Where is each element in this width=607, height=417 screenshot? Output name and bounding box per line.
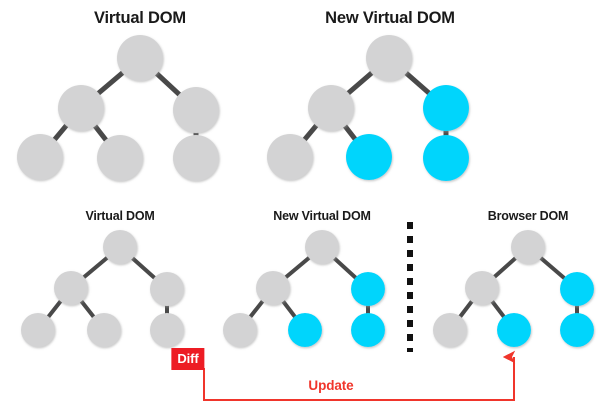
tree-edges-bottom-virtual-dom <box>36 245 169 332</box>
diff-badge: Diff <box>171 348 205 370</box>
tree-edge <box>329 56 391 110</box>
tree-edge <box>138 56 198 112</box>
tree-node-unchanged <box>366 35 412 81</box>
tree-edge <box>480 245 530 290</box>
tree-bottom-new-virtual-dom <box>223 230 385 347</box>
tree-title-browser-dom: Browser DOM <box>487 209 569 223</box>
tree-node-unchanged <box>173 135 219 181</box>
update-arrow-path <box>203 350 516 401</box>
tree-edge <box>480 286 516 332</box>
tree-node-unchanged <box>465 271 499 305</box>
tree-node-changed <box>288 313 322 347</box>
tree-node-unchanged <box>433 313 467 347</box>
tree-nodes-bottom-new-virtual-dom <box>223 230 385 347</box>
tree-node-unchanged <box>17 134 63 180</box>
tree-edges-bottom-browser-dom <box>448 245 579 332</box>
tree-nodes-top-virtual-dom <box>17 35 219 181</box>
tree-node-unchanged <box>150 313 184 347</box>
tree-edge <box>238 286 275 332</box>
tree-node-changed <box>497 313 531 347</box>
tree-bottom-browser-dom <box>433 230 594 347</box>
tree-node-changed <box>351 313 385 347</box>
tree-nodes-bottom-browser-dom <box>433 230 594 347</box>
tree-edge <box>526 245 579 291</box>
tree-edge <box>79 106 122 160</box>
tree-edge <box>38 106 83 159</box>
tree-node-unchanged <box>308 85 354 131</box>
tree-edge <box>448 286 484 332</box>
tree-title-new-virtual-dom-bottom: New Virtual DOM <box>273 209 371 223</box>
tree-node-unchanged <box>54 271 88 305</box>
tree-node-unchanged <box>97 135 143 181</box>
tree-node-unchanged <box>87 313 121 347</box>
tree-node-unchanged <box>117 35 163 81</box>
update-arrow-label: Update <box>308 378 354 393</box>
tree-node-unchanged <box>305 230 339 264</box>
tree-title-virtual-dom-top: Virtual DOM <box>94 9 186 27</box>
tree-node-unchanged <box>267 134 313 180</box>
tree-node-unchanged <box>223 313 257 347</box>
update-arrow <box>203 350 516 401</box>
tree-node-unchanged <box>173 87 219 133</box>
tree-edges-top-new-virtual-dom <box>288 56 449 159</box>
tree-node-changed <box>423 135 469 181</box>
tree-edge <box>271 245 324 290</box>
tree-edges-top-virtual-dom <box>38 56 199 160</box>
tree-edge <box>271 286 307 332</box>
tree-nodes-top-new-virtual-dom <box>267 35 469 181</box>
tree-edges-bottom-new-virtual-dom <box>238 245 370 332</box>
tree-edge <box>69 286 106 332</box>
tree-node-unchanged <box>21 313 55 347</box>
tree-bottom-virtual-dom <box>21 230 184 347</box>
tree-node-unchanged <box>150 272 184 306</box>
tree-node-unchanged <box>256 271 290 305</box>
tree-node-changed <box>351 272 385 306</box>
tree-edge <box>329 106 371 159</box>
tree-node-changed <box>423 85 469 131</box>
tree-node-unchanged <box>511 230 545 264</box>
tree-edge <box>387 56 448 110</box>
tree-title-virtual-dom-bottom: Virtual DOM <box>85 209 155 223</box>
tree-top-virtual-dom <box>17 35 219 181</box>
tree-edge <box>320 245 370 291</box>
tree-edge <box>36 286 73 332</box>
tree-edge <box>69 245 122 290</box>
tree-node-unchanged <box>58 85 104 131</box>
tree-edge <box>288 106 333 159</box>
tree-node-changed <box>560 272 594 306</box>
tree-top-new-virtual-dom <box>267 35 469 181</box>
tree-node-changed <box>560 313 594 347</box>
tree-edge <box>79 56 142 110</box>
tree-node-unchanged <box>103 230 137 264</box>
tree-node-changed <box>346 134 392 180</box>
tree-edge <box>118 245 169 291</box>
tree-nodes-bottom-virtual-dom <box>21 230 184 347</box>
tree-title-new-virtual-dom-top: New Virtual DOM <box>325 9 455 27</box>
